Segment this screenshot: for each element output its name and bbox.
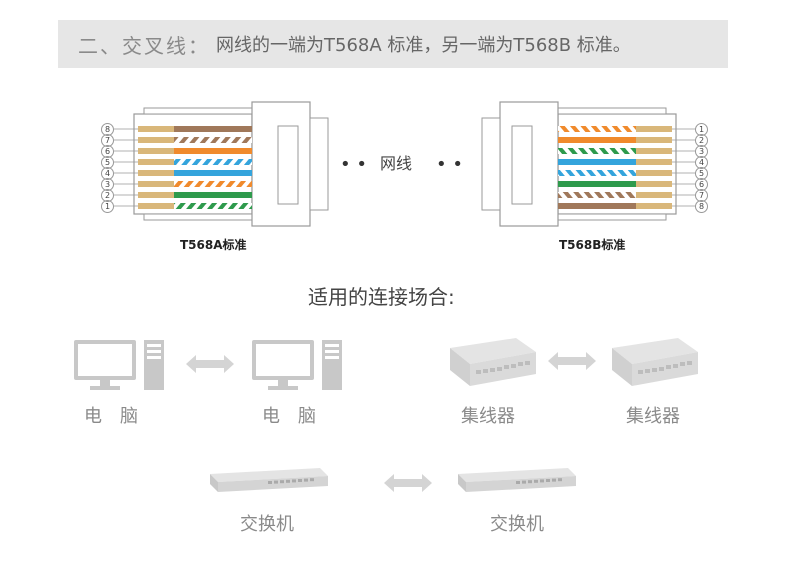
copper-contact <box>636 126 672 132</box>
connector-top-edge <box>143 107 253 115</box>
wire-blue <box>558 159 636 165</box>
switch-label-right: 交换机 <box>490 514 544 535</box>
double-arrow-icon <box>186 355 234 373</box>
connector-bottom-edge <box>557 213 667 221</box>
connector-bottom-edge <box>143 213 253 221</box>
copper-contact <box>138 126 174 132</box>
copper-contact <box>636 192 672 198</box>
hub-label-right: 集线器 <box>626 406 680 427</box>
wire-green <box>174 192 252 198</box>
hub-icon <box>612 338 698 386</box>
double-arrow-icon <box>548 352 596 370</box>
switch-label-left: 交换机 <box>240 514 294 535</box>
pin-number: 1 <box>101 200 114 213</box>
wire-blue <box>174 170 252 176</box>
computer-label-left: 电 脑 <box>84 406 138 427</box>
t568b-connector <box>481 101 696 227</box>
copper-contact <box>636 181 672 187</box>
header-prefix: 二、交叉线： <box>78 33 210 58</box>
copper-contact <box>138 159 174 165</box>
computer-label-right: 电 脑 <box>262 406 316 427</box>
pin-number: 8 <box>695 200 708 213</box>
copper-contact <box>636 148 672 154</box>
wire-green <box>558 181 636 187</box>
wire-blue-white <box>558 170 636 176</box>
wire-orange <box>558 137 636 143</box>
copper-contact <box>636 170 672 176</box>
copper-contact <box>138 137 174 143</box>
connector-boot-window <box>277 125 299 205</box>
wire-green-white <box>174 203 252 209</box>
hub-label-left: 集线器 <box>461 406 515 427</box>
wire-orange <box>174 148 252 154</box>
wire-blue-white <box>174 159 252 165</box>
t568b-label: T568B标准 <box>559 238 626 252</box>
hub-icon <box>450 338 536 386</box>
use-cases-title: 适用的连接场合: <box>308 285 455 309</box>
copper-contact <box>138 148 174 154</box>
wire-brown <box>174 126 252 132</box>
connector-cable-sleeve <box>481 117 501 211</box>
header-banner: 二、交叉线： 网线的一端为T568A 标准，另一端为T568B 标准。 <box>58 20 728 68</box>
cable-dots-left: • • <box>340 154 367 175</box>
computer-icon <box>252 340 342 390</box>
computer-icon <box>74 340 164 390</box>
t568a-label: T568A标准 <box>180 238 247 252</box>
connector-boot-window <box>511 125 533 205</box>
cable-dots-right: • • <box>436 154 463 175</box>
t568a-connector <box>114 101 329 227</box>
cable-label: 网线 <box>380 154 413 173</box>
wire-brown-white <box>558 192 636 198</box>
copper-contact <box>636 159 672 165</box>
switch-icon <box>458 468 576 492</box>
wire-orange-white <box>174 181 252 187</box>
copper-contact <box>636 203 672 209</box>
connector-cable-sleeve <box>309 117 329 211</box>
wire-brown-white <box>174 137 252 143</box>
header-text: 网线的一端为T568A 标准，另一端为T568B 标准。 <box>216 35 631 56</box>
copper-contact <box>636 137 672 143</box>
copper-contact <box>138 170 174 176</box>
connector-top-edge <box>557 107 667 115</box>
wire-orange-white <box>558 126 636 132</box>
switch-icon <box>210 468 328 492</box>
copper-contact <box>138 203 174 209</box>
copper-contact <box>138 181 174 187</box>
double-arrow-icon <box>384 474 432 492</box>
wire-brown <box>558 203 636 209</box>
wire-green-white <box>558 148 636 154</box>
copper-contact <box>138 192 174 198</box>
